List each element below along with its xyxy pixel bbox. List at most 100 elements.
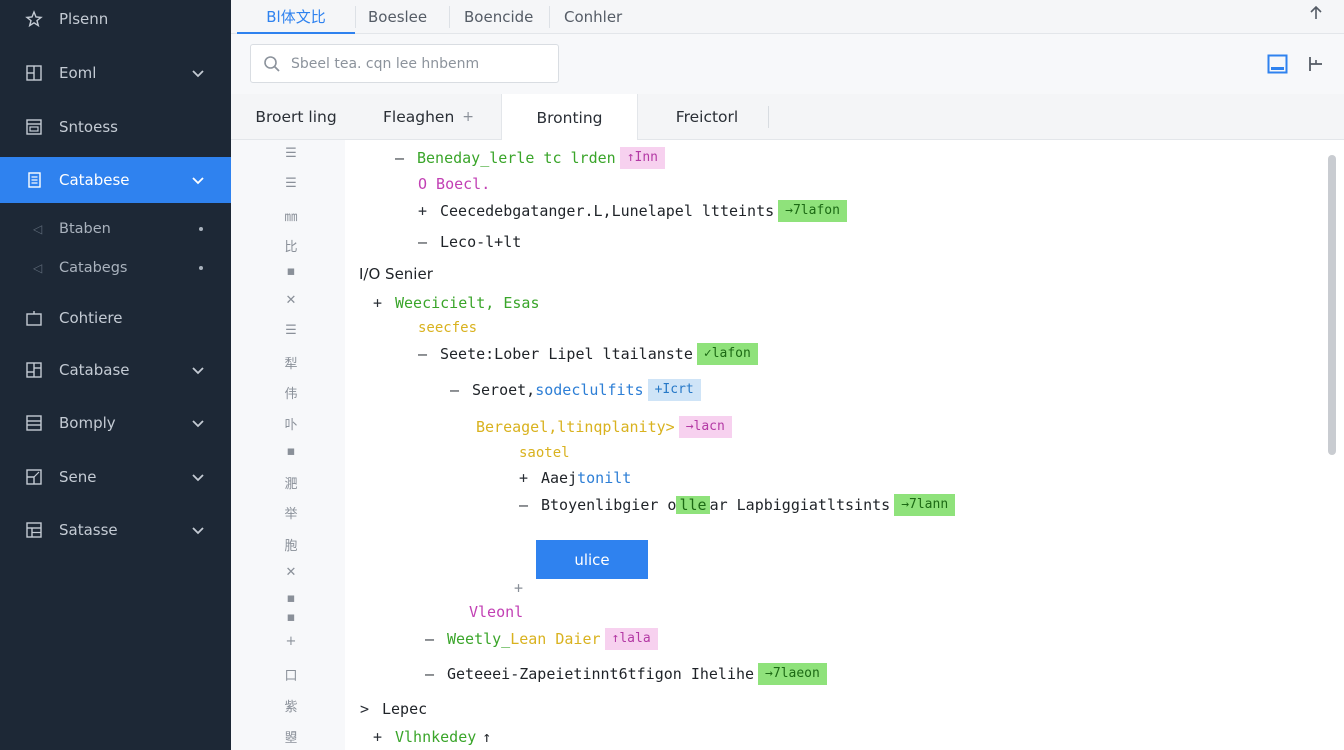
tree-row[interactable]: + Vlhnkedey ↑ (373, 725, 491, 749)
tab-divider (549, 6, 550, 28)
tree-row[interactable]: — Seroet, sodeclulfits +Icrt (450, 378, 701, 402)
row-text: Seete:Lober Lipel ltailanste (440, 345, 693, 363)
plus-icon: + (462, 109, 474, 125)
tree-row[interactable]: O Boecl. (418, 172, 490, 196)
row-text: Lepec (382, 700, 428, 718)
add-row-icon[interactable]: + (514, 579, 524, 597)
sidebar-item-cohtiere[interactable]: Cohtiere (0, 299, 231, 337)
sidebar-item-label: Eoml (59, 64, 97, 82)
tab-divider (449, 6, 450, 28)
gutter-marker[interactable]: 比 (284, 240, 298, 255)
tree-row[interactable]: seecfes (418, 316, 477, 340)
row-text: Weetly_ (447, 630, 511, 648)
sidebar-item-satasse[interactable]: Satasse (0, 511, 231, 549)
gutter-marker[interactable]: ▪ (286, 444, 296, 459)
gutter-marker[interactable]: ✕ (285, 293, 297, 308)
sidebar-item-sntoess[interactable]: Sntoess (0, 108, 231, 146)
gutter-marker[interactable]: 淝 (284, 477, 298, 492)
gutter-marker[interactable]: 口 (284, 669, 298, 684)
gutter-marker[interactable]: ▪ (286, 610, 296, 625)
tab-fleaghen[interactable]: Fleaghen + (371, 94, 486, 140)
tab-broert-ling[interactable]: Broert ling (255, 108, 337, 126)
gutter-marker[interactable]: 曌 (284, 731, 298, 746)
sidebar-item-catabese[interactable]: Catabese (0, 157, 231, 203)
search-input[interactable] (291, 53, 551, 75)
collapse-icon: — (425, 665, 435, 683)
sidebar-item-label: Satasse (59, 521, 118, 539)
tab-conhler[interactable]: Conhler (564, 8, 623, 26)
tab-boeslee[interactable]: Boeslee (368, 8, 428, 26)
row-text: Beneday_lerle tc lrden (417, 149, 616, 167)
tree-row[interactable]: Vleonl (469, 600, 523, 624)
sidebar-item-label: Catabase (59, 361, 130, 379)
panel-icon[interactable] (1267, 54, 1289, 74)
gutter-marker[interactable]: + (285, 634, 297, 649)
gutter-marker[interactable]: 举 (284, 507, 298, 522)
tree-row[interactable]: + Weecicielt, Esas (373, 291, 540, 315)
layout-icon (23, 360, 45, 380)
gutter-marker[interactable]: 紫 (284, 700, 298, 715)
dot-icon (199, 266, 203, 270)
tree-row[interactable]: + Ceecedebgatanger.L,Lunelapel ltteints … (418, 199, 847, 223)
row-text: Bereagel,ltinqplanity> (476, 418, 675, 436)
tab-bronting[interactable]: Bronting (501, 94, 638, 141)
tree-row[interactable]: — Geteeei-Zapeietinnt6tfigon Ihelihe →7l… (425, 662, 827, 686)
row-tag: →lacn (678, 416, 732, 438)
split-view-icon[interactable] (1306, 54, 1326, 74)
tab-main[interactable]: Bl体文比 (237, 0, 355, 34)
row-text-colored: Lean Daier (510, 630, 601, 648)
tree-row[interactable]: Bereagel,ltinqplanity> →lacn (476, 415, 732, 439)
sidebar-subitem-catabegs[interactable]: ◁ Catabegs (0, 255, 231, 281)
gutter-marker[interactable]: ▪ (286, 264, 296, 279)
row-text-colored: tonilt (577, 469, 632, 487)
sidebar-item-eoml[interactable]: Eoml (0, 54, 231, 92)
gutter-marker[interactable]: ▪ (286, 591, 296, 606)
sidebar-item-plsenn[interactable]: Plsenn (0, 0, 231, 38)
tree-row[interactable]: — Seete:Lober Lipel ltailanste ✓lafon (418, 342, 758, 366)
search-box (250, 44, 559, 83)
sidebar-item-bomply[interactable]: Bomply (0, 404, 231, 442)
sidebar-subitem-btaben[interactable]: ◁ Btaben (0, 216, 231, 242)
row-tag: ↑lala (604, 628, 658, 650)
tree-row[interactable]: — Btoyenlibgier o lle ar Lapbiggiatltsin… (519, 493, 956, 517)
sidebar-item-sene[interactable]: Sene (0, 458, 231, 496)
collapse-icon: — (418, 233, 428, 251)
chevron-down-icon (192, 474, 204, 482)
expand-icon: + (373, 294, 383, 312)
gutter-marker[interactable]: 胞 (284, 539, 298, 554)
gutter-marker[interactable]: ☰ (285, 176, 297, 191)
row-text: Ceecedebgatanger.L,Lunelapel ltteints (440, 202, 775, 220)
tree-row[interactable]: > Lepec (360, 697, 427, 721)
gutter-marker[interactable]: 伟 (284, 387, 298, 402)
tab-boencide[interactable]: Boencide (464, 8, 534, 26)
sidebar: Plsenn Eoml Sntoess Catabese ◁ Btaben ◁ … (0, 0, 231, 750)
primary-button[interactable]: ulice (536, 540, 648, 579)
tab-label: Fleaghen (382, 108, 455, 126)
vertical-scrollbar[interactable] (1328, 155, 1336, 455)
tree-row[interactable]: saotel (519, 441, 570, 465)
arrow-up-icon[interactable] (1307, 4, 1325, 22)
row-text: Geteeei-Zapeietinnt6tfigon Ihelihe (447, 665, 755, 683)
gutter-marker[interactable]: ㎜ (284, 210, 298, 225)
sidebar-subitem-label: Catabegs (59, 260, 128, 276)
row-text: ar Lapbiggiatltsints (709, 496, 891, 514)
star-icon (23, 9, 45, 29)
collapse-icon: — (418, 345, 428, 363)
row-tag: +Icrt (647, 379, 701, 401)
row-tag: →7lann (894, 494, 956, 516)
tree-row[interactable]: + Aaej tonilt (519, 466, 631, 490)
gutter-marker[interactable]: 卟 (284, 418, 298, 433)
tab-divider (768, 106, 769, 128)
tree-row[interactable]: — Weetly_ Lean Daier ↑lala (425, 627, 658, 651)
gutter-marker[interactable]: ☰ (285, 146, 297, 161)
collapse-icon: — (395, 149, 405, 167)
gutter-marker[interactable]: 犁 (284, 357, 298, 372)
tree-row[interactable]: — Leco-l+lt (418, 230, 521, 254)
sidebar-item-catabase[interactable]: Catabase (0, 351, 231, 389)
gutter-marker[interactable]: ✕ (285, 565, 297, 580)
row-text: seecfes (418, 320, 478, 336)
tab-freictorl[interactable]: Freictorl (675, 108, 739, 126)
sidebar-item-label: Cohtiere (59, 309, 123, 327)
tree-row[interactable]: — Beneday_lerle tc lrden ↑Inn (395, 146, 665, 170)
gutter-marker[interactable]: ☰ (285, 323, 297, 338)
